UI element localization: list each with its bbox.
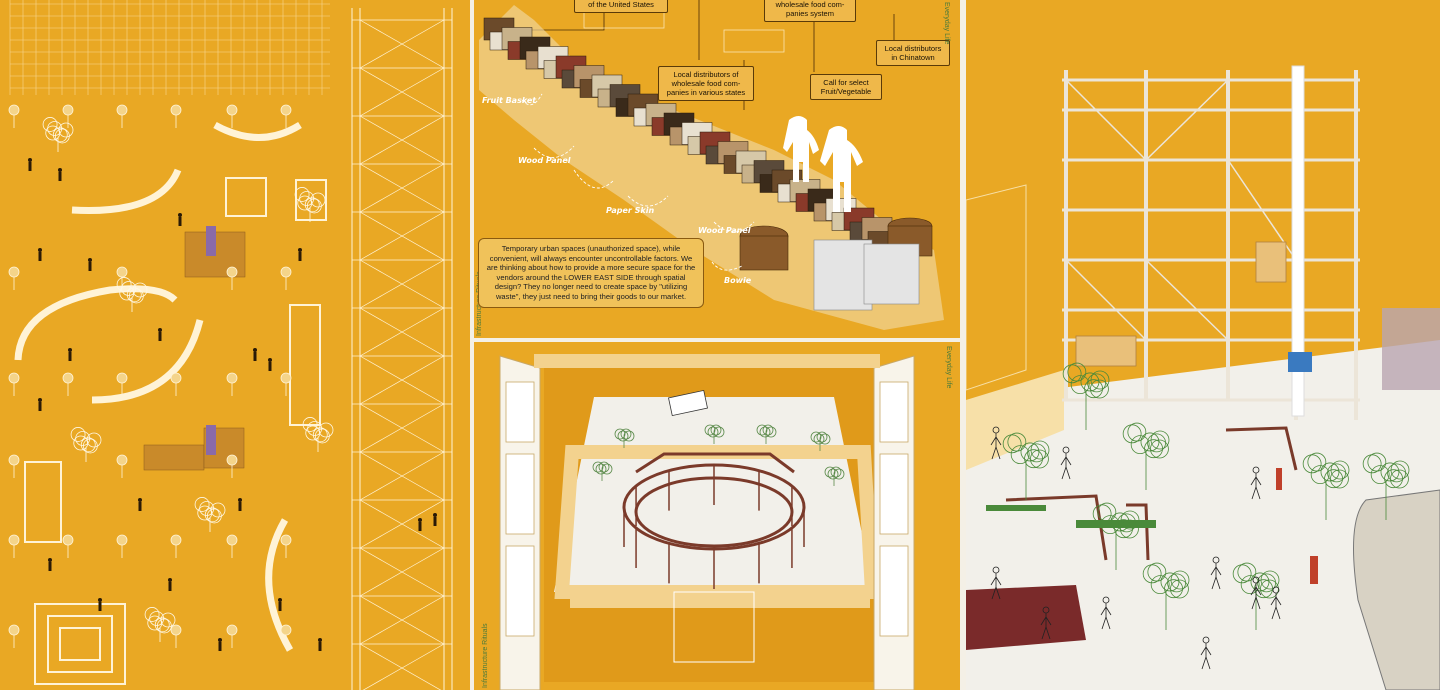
label-wood-panel-1: Wood Panel [518, 156, 571, 165]
vendor-goods-illustration [479, 0, 944, 330]
callout-chinatown: Local distributors in Chinatown [876, 40, 950, 66]
label-bowie: Bowie [724, 276, 752, 285]
project-description: Temporary urban spaces (unauthorized spa… [478, 238, 704, 308]
benches [14, 121, 302, 652]
tower-perspective-panel [966, 0, 1440, 690]
callout-select: Call for select Fruit/Vegetable [810, 74, 882, 100]
side-label-infra-bot: Infrastructure Rituals [482, 623, 489, 688]
plan-panel [0, 0, 470, 690]
label-paper-skin: Paper Skin [606, 206, 655, 215]
window-perspective [499, 354, 915, 690]
callout-local-states: Local distributors of wholesale food com… [658, 66, 754, 101]
window-view-panel: Infrastructure Rituals Everyday Life [474, 342, 960, 690]
callout-wholesale-system: wholesale food com- panies system [764, 0, 856, 22]
callout-us: of the United States [574, 0, 668, 13]
plan-drawing [8, 0, 453, 690]
scaffold-elevation [351, 8, 453, 690]
tower-perspective [966, 65, 1440, 690]
label-fruit-basket: Fruit Basket [482, 96, 537, 105]
side-label-everyday-bot: Everyday Life [945, 346, 952, 389]
label-wood-panel-2: Wood Panel [698, 226, 751, 235]
side-label-everyday-top: Everyday Life [943, 2, 950, 45]
